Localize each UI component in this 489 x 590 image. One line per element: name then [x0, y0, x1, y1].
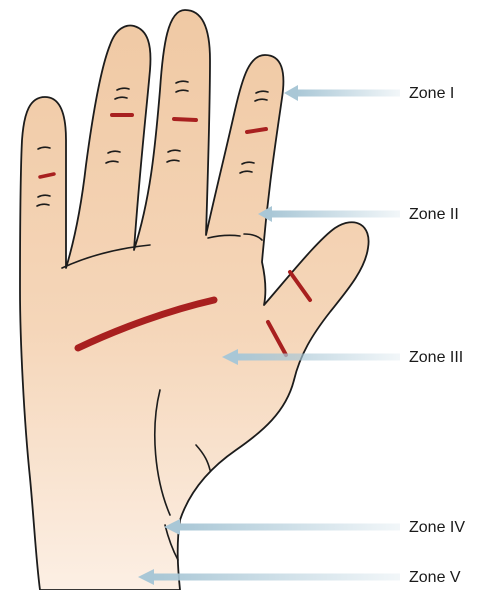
zone-4-label: Zone IV	[409, 520, 465, 536]
zone-1-label: Zone I	[409, 86, 454, 102]
arrow-zone-4	[164, 519, 400, 535]
zone-3-label: Zone III	[409, 350, 463, 366]
zone-5-label: Zone V	[409, 570, 461, 586]
zone-2-label: Zone II	[409, 207, 459, 223]
hand-outline	[20, 10, 369, 590]
arrow-zone-1	[284, 85, 400, 101]
arrow-zone-2	[258, 206, 400, 222]
